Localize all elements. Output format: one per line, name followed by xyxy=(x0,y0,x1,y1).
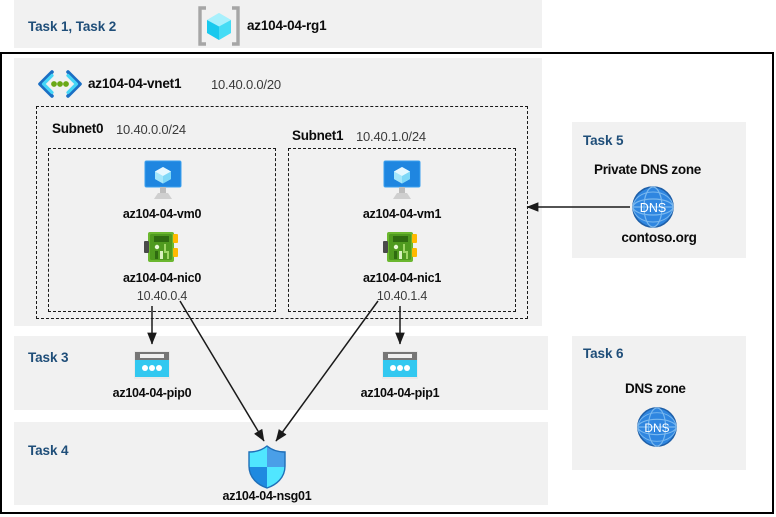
vnet-name: az104-04-vnet1 xyxy=(88,76,182,91)
network-security-group-shield-icon xyxy=(248,445,286,489)
subnet0-label: Subnet0 xyxy=(52,121,104,136)
vnet-cidr: 10.40.0.0/20 xyxy=(211,77,281,92)
task4-label: Task 4 xyxy=(28,443,69,458)
resource-group-cube-icon xyxy=(198,6,240,46)
task1-task2-band xyxy=(14,0,542,48)
vm1-name: az104-04-vm1 xyxy=(362,207,442,221)
public-ip-address-icon xyxy=(382,351,418,379)
svg-text:DNS: DNS xyxy=(640,201,666,215)
vm0-name: az104-04-vm0 xyxy=(122,207,202,221)
subnet1-cidr: 10.40.1.0/24 xyxy=(356,129,426,144)
private-dns-zone-name: contoso.org xyxy=(621,230,697,245)
network-interface-icon xyxy=(383,232,417,262)
network-interface-icon xyxy=(144,232,178,262)
subnet1-label: Subnet1 xyxy=(292,128,344,143)
task5-label: Task 5 xyxy=(583,133,624,148)
nsg-name: az104-04-nsg01 xyxy=(222,489,312,503)
task6-heading: DNS zone xyxy=(625,381,686,396)
public-ip-address-icon xyxy=(134,351,170,379)
dns-globe-icon: DNS xyxy=(632,186,674,228)
vnet-panel xyxy=(14,58,542,326)
subnet0-inner-box xyxy=(48,148,276,312)
virtual-network-icon xyxy=(38,70,82,98)
task6-panel xyxy=(572,336,746,470)
task3-label: Task 3 xyxy=(28,350,69,365)
dns-globe-icon: DNS xyxy=(637,407,677,447)
resource-group-name: az104-04-rg1 xyxy=(247,18,327,33)
resource-group-boundary xyxy=(0,52,774,514)
subnet1-inner-box xyxy=(288,148,516,312)
task6-label: Task 6 xyxy=(583,346,624,361)
virtual-machine-icon xyxy=(144,160,182,199)
virtual-machine-icon xyxy=(383,160,421,199)
pip0-name: az104-04-pip0 xyxy=(112,386,192,400)
nic1-name: az104-04-nic1 xyxy=(362,271,442,285)
task1-task2-label: Task 1, Task 2 xyxy=(28,19,117,34)
svg-text:DNS: DNS xyxy=(644,421,669,435)
pip1-name: az104-04-pip1 xyxy=(360,386,440,400)
nic0-name: az104-04-nic0 xyxy=(122,271,202,285)
subnet0-cidr: 10.40.0.0/24 xyxy=(116,122,186,137)
task5-heading: Private DNS zone xyxy=(594,162,701,177)
nic0-ip: 10.40.0.4 xyxy=(136,289,188,303)
nic1-ip: 10.40.1.4 xyxy=(376,289,428,303)
